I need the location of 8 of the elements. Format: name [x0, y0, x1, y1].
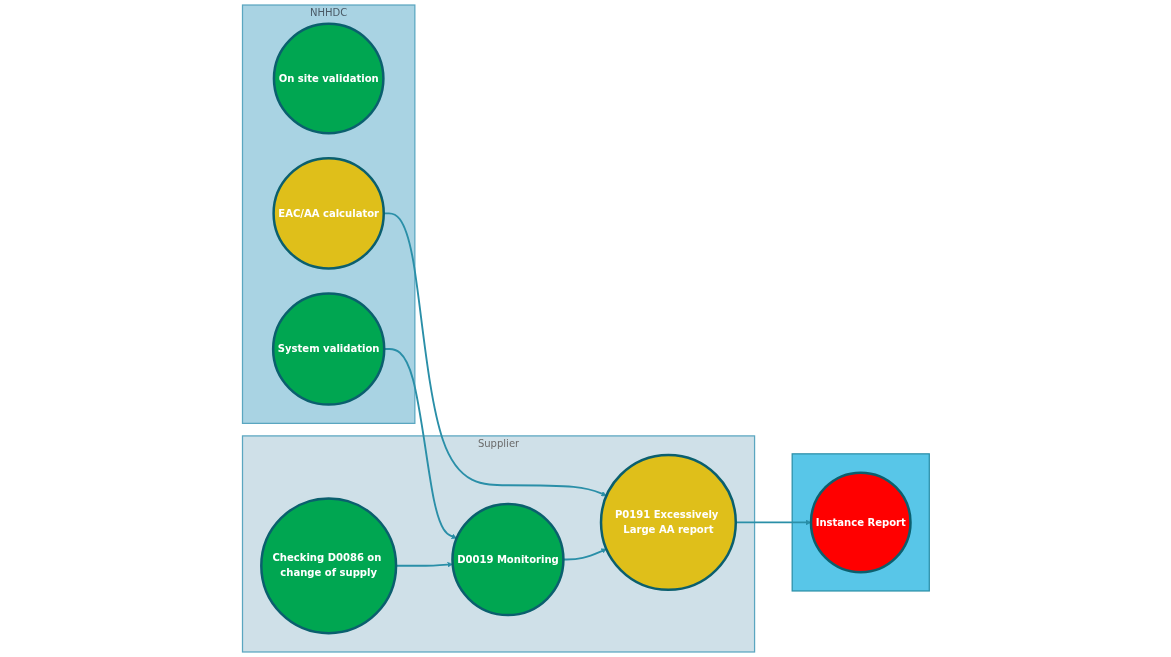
- node-circle: Checking D0086 on change of supply: [259, 497, 397, 635]
- node-circle: Instance Report: [809, 471, 912, 574]
- node-circle: D0019 Monitoring: [450, 502, 565, 617]
- cluster: [791, 453, 930, 592]
- node-circle: System validation: [271, 292, 386, 406]
- node-circle: EAC/AA calculator: [271, 157, 385, 270]
- node-circle: On site validation: [272, 22, 385, 135]
- node-circle: P0191 Excessively Large AA report: [599, 453, 737, 592]
